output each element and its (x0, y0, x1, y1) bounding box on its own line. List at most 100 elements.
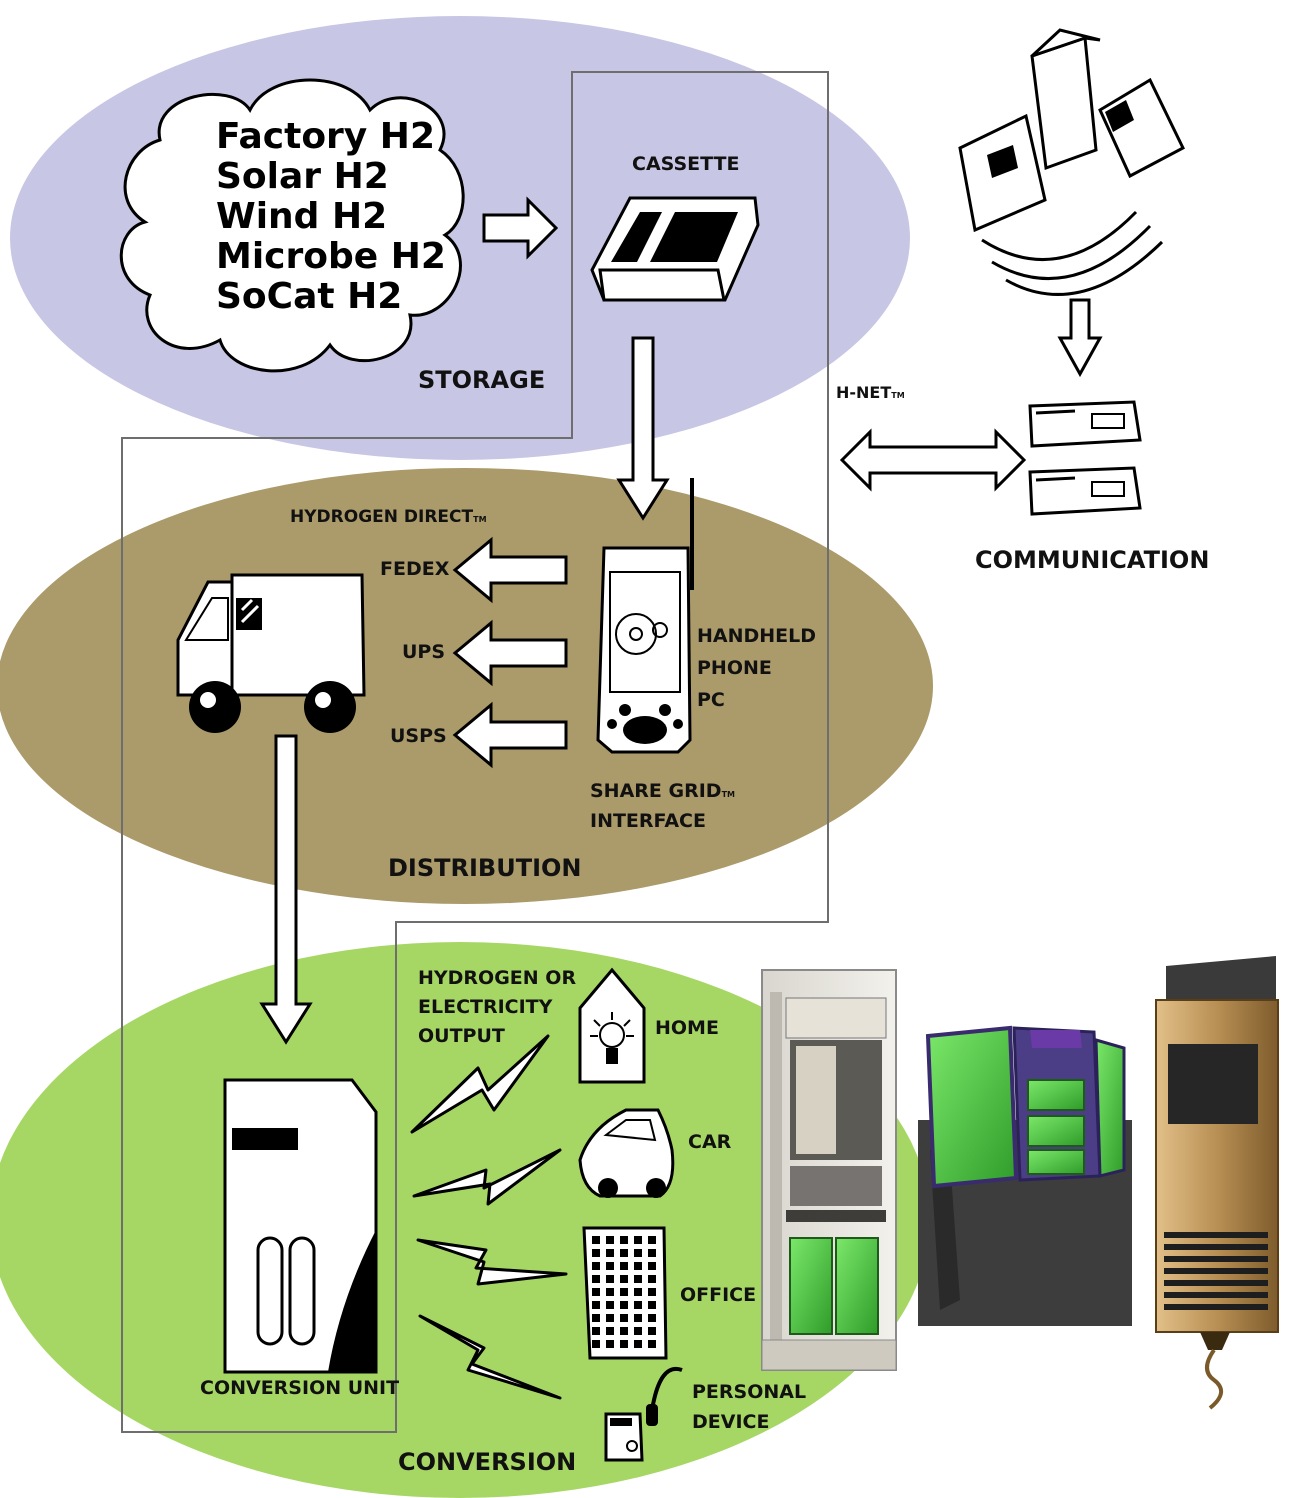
carrier-fedex: FEDEX (380, 558, 450, 580)
device-line-handheld: HANDHELD (697, 625, 816, 647)
carrier-ups: UPS (402, 641, 445, 663)
hydrogen-direct-label: HYDROGEN DIRECTTM (290, 507, 487, 527)
carrier-usps: USPS (390, 725, 447, 747)
h2-source-socat: SoCat H2 (216, 276, 402, 317)
office-window (592, 1327, 600, 1335)
output-line-2: ELECTRICITY (418, 996, 553, 1018)
office-window (648, 1275, 656, 1283)
arrow-usps (452, 701, 568, 769)
car-icon (578, 1108, 675, 1198)
office-window (592, 1301, 600, 1309)
office-window (634, 1262, 642, 1270)
h2-source-wind: Wind H2 (216, 196, 387, 237)
office-window (634, 1236, 642, 1244)
generator-vent-slat (1164, 1292, 1268, 1298)
generator-vent-slat (1164, 1268, 1268, 1274)
office-window (620, 1327, 628, 1335)
office-window (620, 1340, 628, 1348)
cassette-label: CASSETTE (632, 153, 739, 175)
office-window (606, 1301, 614, 1309)
office-window (592, 1262, 600, 1270)
office-window (592, 1340, 600, 1348)
office-window (606, 1236, 614, 1244)
h2-source-solar: Solar H2 (216, 156, 389, 197)
office-window (606, 1288, 614, 1296)
satellite-icon (958, 28, 1185, 296)
arrow-satellite-to-server (1057, 298, 1103, 378)
office-window (620, 1301, 628, 1309)
office-building-icon (582, 1226, 668, 1360)
h2-source-microbe: Microbe H2 (216, 236, 446, 277)
office-window (648, 1236, 656, 1244)
target-personal-line2: DEVICE (692, 1411, 769, 1433)
office-window (648, 1249, 656, 1257)
interface-label: INTERFACE (590, 810, 706, 832)
conversion-unit-icon (223, 1078, 378, 1374)
office-window (620, 1236, 628, 1244)
office-window (606, 1262, 614, 1270)
handheld-icon (596, 478, 694, 754)
office-window (620, 1314, 628, 1322)
office-window (606, 1327, 614, 1335)
flow-frame (121, 71, 829, 1433)
generator-vent-slat (1164, 1256, 1268, 1262)
generator-vent-slat (1164, 1280, 1268, 1286)
share-grid-label: SHARE GRIDTM (590, 780, 735, 802)
office-window (620, 1275, 628, 1283)
h2-source-factory: Factory H2 (216, 116, 435, 157)
hnet-double-arrow (839, 428, 1027, 492)
office-window (648, 1288, 656, 1296)
office-window (648, 1327, 656, 1335)
target-car: CAR (688, 1131, 732, 1153)
office-window (648, 1262, 656, 1270)
office-window (592, 1288, 600, 1296)
server-icon (1028, 400, 1142, 516)
office-window (606, 1314, 614, 1322)
arrow-fedex (452, 536, 568, 604)
generator-vent-slat (1164, 1232, 1268, 1238)
cloud-icon (119, 78, 465, 373)
office-window (634, 1301, 642, 1309)
office-window (634, 1288, 642, 1296)
lightbulb-icon (578, 967, 646, 1084)
output-line-3: OUTPUT (418, 1025, 505, 1047)
office-window (634, 1314, 642, 1322)
office-window (648, 1340, 656, 1348)
arrow-ups (452, 619, 568, 687)
output-line-1: HYDROGEN OR (418, 967, 576, 989)
office-window (606, 1275, 614, 1283)
target-home: HOME (655, 1017, 719, 1039)
office-window (592, 1249, 600, 1257)
office-window (634, 1340, 642, 1348)
equipment-cabinet-icon (761, 969, 897, 1371)
office-window (620, 1288, 628, 1296)
distribution-label: DISTRIBUTION (388, 854, 582, 882)
office-window (634, 1327, 642, 1335)
distribution-region (0, 468, 933, 904)
delivery-van-icon (176, 573, 366, 733)
arrow-cassette-to-handheld (616, 336, 670, 521)
lightning-bolts (410, 1034, 568, 1400)
office-window (606, 1249, 614, 1257)
office-window (592, 1314, 600, 1322)
office-window (648, 1301, 656, 1309)
target-office: OFFICE (680, 1284, 756, 1306)
target-personal-line1: PERSONAL (692, 1381, 806, 1403)
office-window (648, 1314, 656, 1322)
fuel-cell-generator-icon (1155, 956, 1279, 1410)
office-window (634, 1275, 642, 1283)
conversion-label: CONVERSION (398, 1448, 576, 1476)
conversion-unit-label: CONVERSION UNIT (200, 1377, 399, 1399)
device-line-phone: PHONE (697, 657, 772, 679)
generator-vent-slat (1164, 1244, 1268, 1250)
office-window (620, 1249, 628, 1257)
arrow-cloud-to-cassette (482, 196, 559, 260)
office-window (592, 1236, 600, 1244)
device-line-pc: PC (697, 689, 725, 711)
headset-icon (604, 1366, 683, 1462)
battery-pack-icon (918, 1025, 1132, 1326)
office-window (620, 1262, 628, 1270)
office-window (592, 1275, 600, 1283)
office-window (634, 1249, 642, 1257)
